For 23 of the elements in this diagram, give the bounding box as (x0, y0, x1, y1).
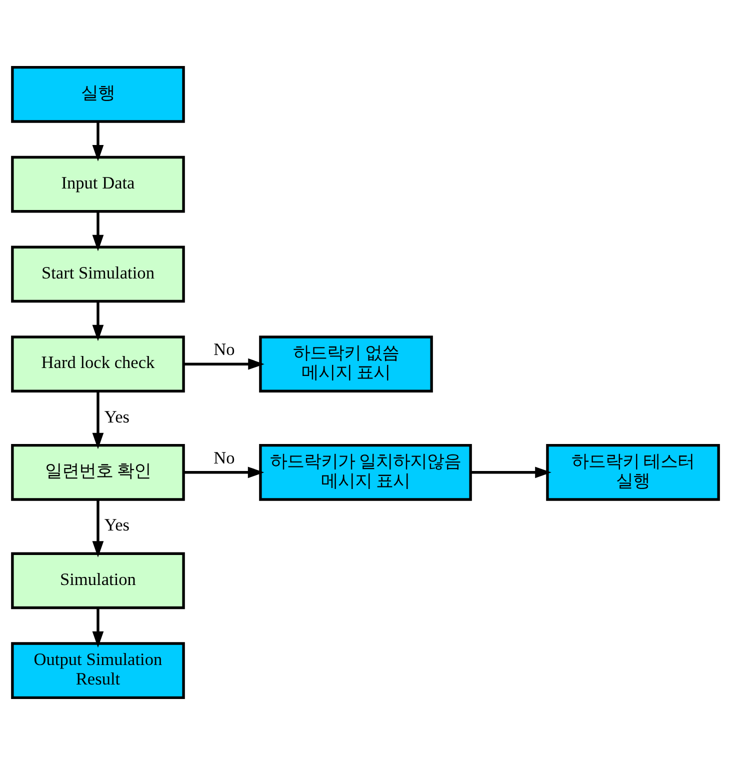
arrow (471, 466, 552, 478)
arrow (92, 212, 104, 252)
arrow (184, 358, 264, 370)
node-box: 일련번호 확인 (11, 444, 185, 501)
edge-label: No (214, 448, 235, 468)
arrow (184, 466, 264, 478)
node-box: Hard lock check (11, 336, 185, 393)
node-box: 실행 (11, 66, 185, 123)
node-box: Start Simulation (11, 246, 185, 303)
node-box: Simulation (11, 552, 185, 610)
arrow (92, 608, 104, 648)
edge-label: Yes (104, 407, 130, 426)
arrow (92, 500, 104, 558)
arrow (92, 391, 104, 450)
node-box: Output Simulation Result (11, 642, 185, 700)
arrow (92, 302, 104, 342)
node-box: 하드락키 테스터 실행 (546, 444, 720, 501)
node-box: Input Data (11, 156, 185, 213)
edge-label: Yes (104, 516, 130, 535)
node-box: 하드락키가 일치하지않음 메시지 표시 (259, 444, 472, 501)
arrow (92, 122, 104, 162)
edge-label: No (214, 340, 235, 360)
node-box: 하드락키 없씀 메시지 표시 (259, 336, 433, 393)
